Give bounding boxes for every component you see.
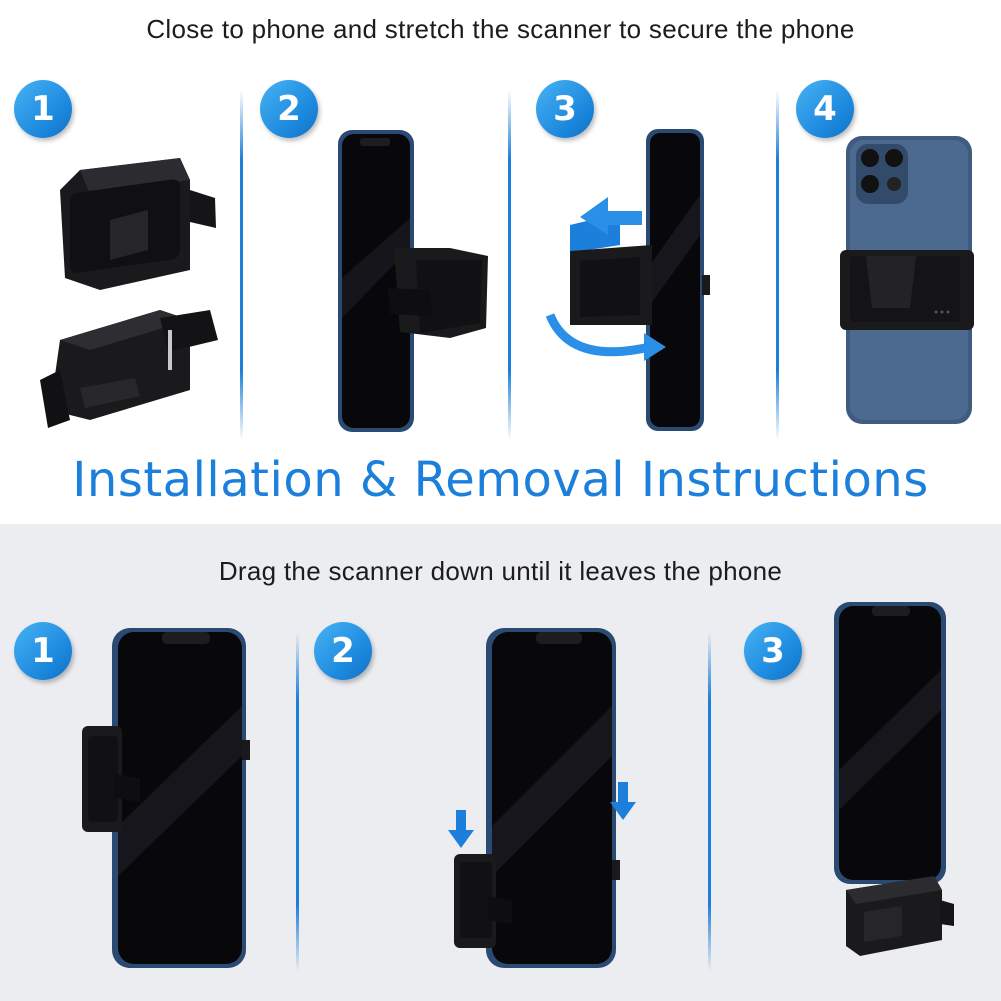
install-step-3-badge: 3 — [536, 80, 594, 138]
install-divider-2 — [508, 90, 511, 440]
removal-step-3-phone-illustration — [834, 602, 954, 956]
removal-caption: Drag the scanner down until it leaves th… — [218, 556, 783, 586]
removal-divider-1 — [296, 632, 299, 972]
removal-step-3-badge: 3 — [744, 622, 802, 680]
install-step-1-badge: 1 — [14, 80, 72, 138]
install-step-2-phone-illustration — [338, 130, 488, 432]
install-divider-1 — [240, 90, 243, 440]
removal-step-1-phone-illustration — [82, 628, 250, 968]
removal-step-2-badge: 2 — [314, 622, 372, 680]
removal-divider-2 — [708, 632, 711, 972]
removal-step-1-badge: 1 — [14, 622, 72, 680]
removal-step-2-phone-illustration — [448, 628, 636, 968]
instructions-headline: Installation & Removal Instructions — [72, 452, 929, 508]
install-step-4-phone-back-illustration — [840, 136, 974, 424]
install-step-2-badge: 2 — [260, 80, 318, 138]
install-step-4-badge: 4 — [796, 80, 854, 138]
install-divider-3 — [776, 90, 779, 440]
install-step-3-phone-illustration — [545, 129, 710, 431]
installation-caption: Close to phone and stretch the scanner t… — [146, 14, 855, 44]
install-step-1-scanner-illustration — [40, 158, 218, 428]
